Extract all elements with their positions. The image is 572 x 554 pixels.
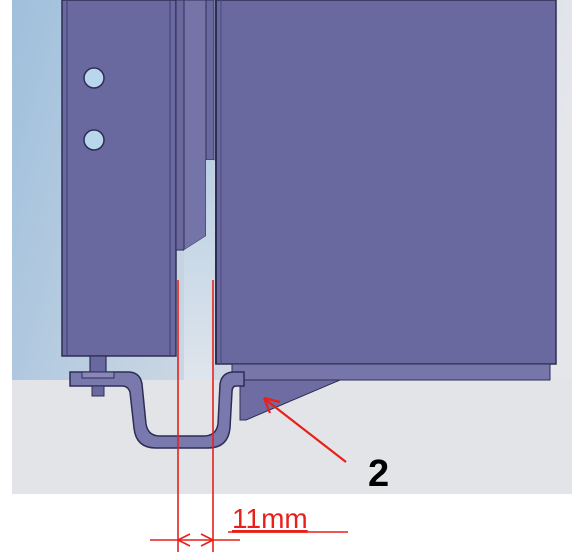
dimension-annotation: 11mm <box>150 280 348 552</box>
mounting-hole-bottom <box>83 129 105 151</box>
dimension-arrow-left <box>177 533 191 547</box>
support-gusset <box>239 379 341 421</box>
callout-leader-line <box>265 399 347 463</box>
dimension-arrow-right <box>200 533 214 547</box>
bolt-washer <box>81 371 115 379</box>
mounting-hole-top <box>83 67 105 89</box>
dimension-label: 11mm <box>232 503 308 534</box>
bolt-head <box>89 355 107 373</box>
callout: 2 <box>262 396 389 495</box>
callout-arrowhead <box>262 396 281 414</box>
callout-number: 2 <box>368 453 389 495</box>
bolt-shank <box>91 385 105 397</box>
bottom-bracket <box>69 355 245 449</box>
gap-region <box>184 160 214 380</box>
right-panel <box>215 0 557 365</box>
left-panel <box>61 0 177 357</box>
